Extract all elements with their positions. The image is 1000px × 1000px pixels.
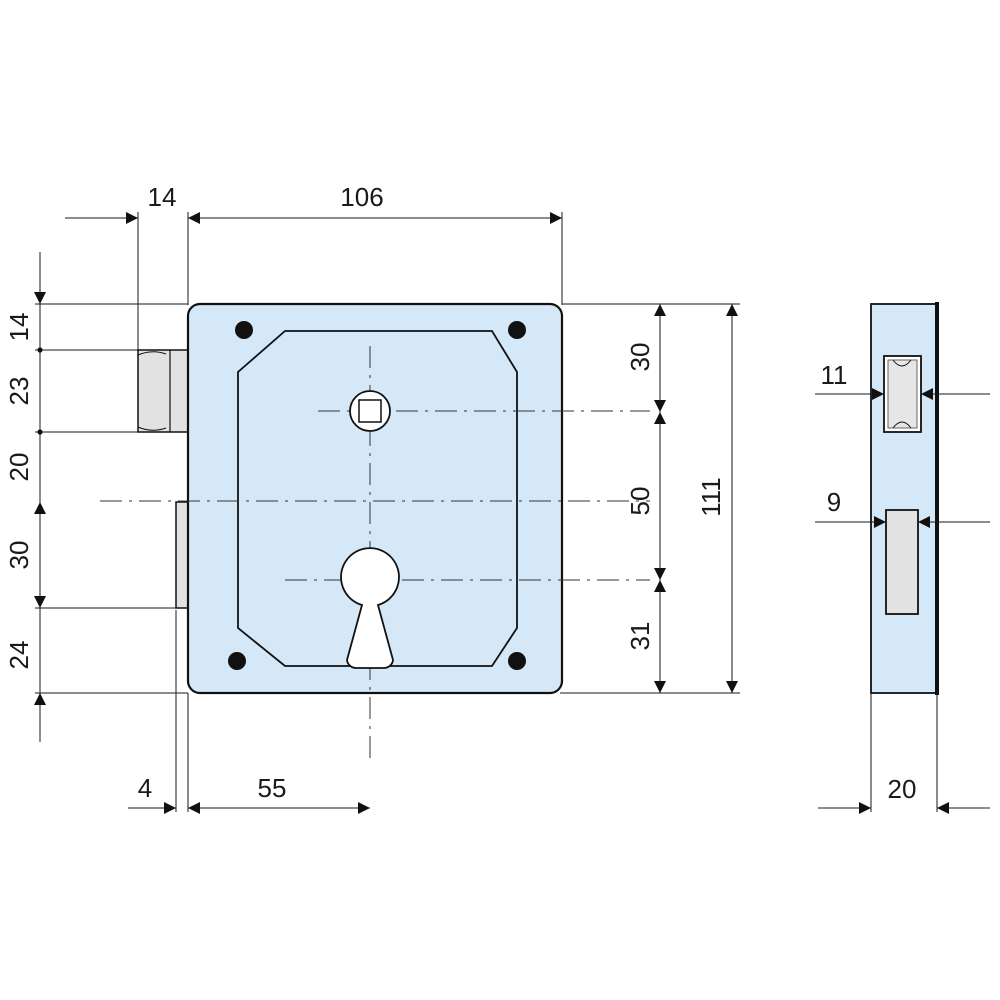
spindle-hole — [349, 390, 391, 432]
deadbolt — [175, 501, 189, 609]
dim-dot — [37, 347, 43, 353]
dim-right-a: 30 — [625, 343, 655, 372]
dim-bolt-projection: 14 — [148, 182, 177, 212]
inner-panel — [237, 330, 518, 667]
dim-right-total: 111 — [696, 477, 726, 517]
dim-left-b: 23 — [4, 377, 34, 406]
side-latch — [887, 359, 918, 429]
side-deadbolt — [885, 509, 919, 615]
cylinder-keyhole — [340, 547, 400, 669]
dim-faceplate: 4 — [138, 773, 152, 803]
mounting-hole — [508, 652, 526, 670]
latch-bolt — [137, 349, 189, 433]
mounting-hole — [228, 652, 246, 670]
dim-side-upper-cutout: 11 — [821, 360, 848, 390]
extension-lines — [35, 212, 740, 812]
dim-side-lower-cutout: 9 — [827, 487, 841, 517]
lock-case-plate — [186, 302, 564, 695]
dimension-lines — [34, 212, 738, 814]
dim-right-b: 50 — [625, 487, 655, 516]
mounting-hole — [235, 321, 253, 339]
dim-left-e: 24 — [4, 641, 34, 670]
dim-side-thickness: 20 — [888, 774, 917, 804]
dim-left-a: 14 — [4, 313, 34, 342]
dim-left-d: 30 — [4, 541, 34, 570]
dim-backset: 55 — [258, 773, 287, 803]
dim-dot — [37, 429, 43, 435]
side-view: 11 9 20 — [815, 302, 990, 814]
dim-left-c: 20 — [4, 453, 34, 482]
dim-case-width: 106 — [340, 182, 383, 212]
dim-right-c: 31 — [625, 622, 655, 651]
mounting-hole — [508, 321, 526, 339]
